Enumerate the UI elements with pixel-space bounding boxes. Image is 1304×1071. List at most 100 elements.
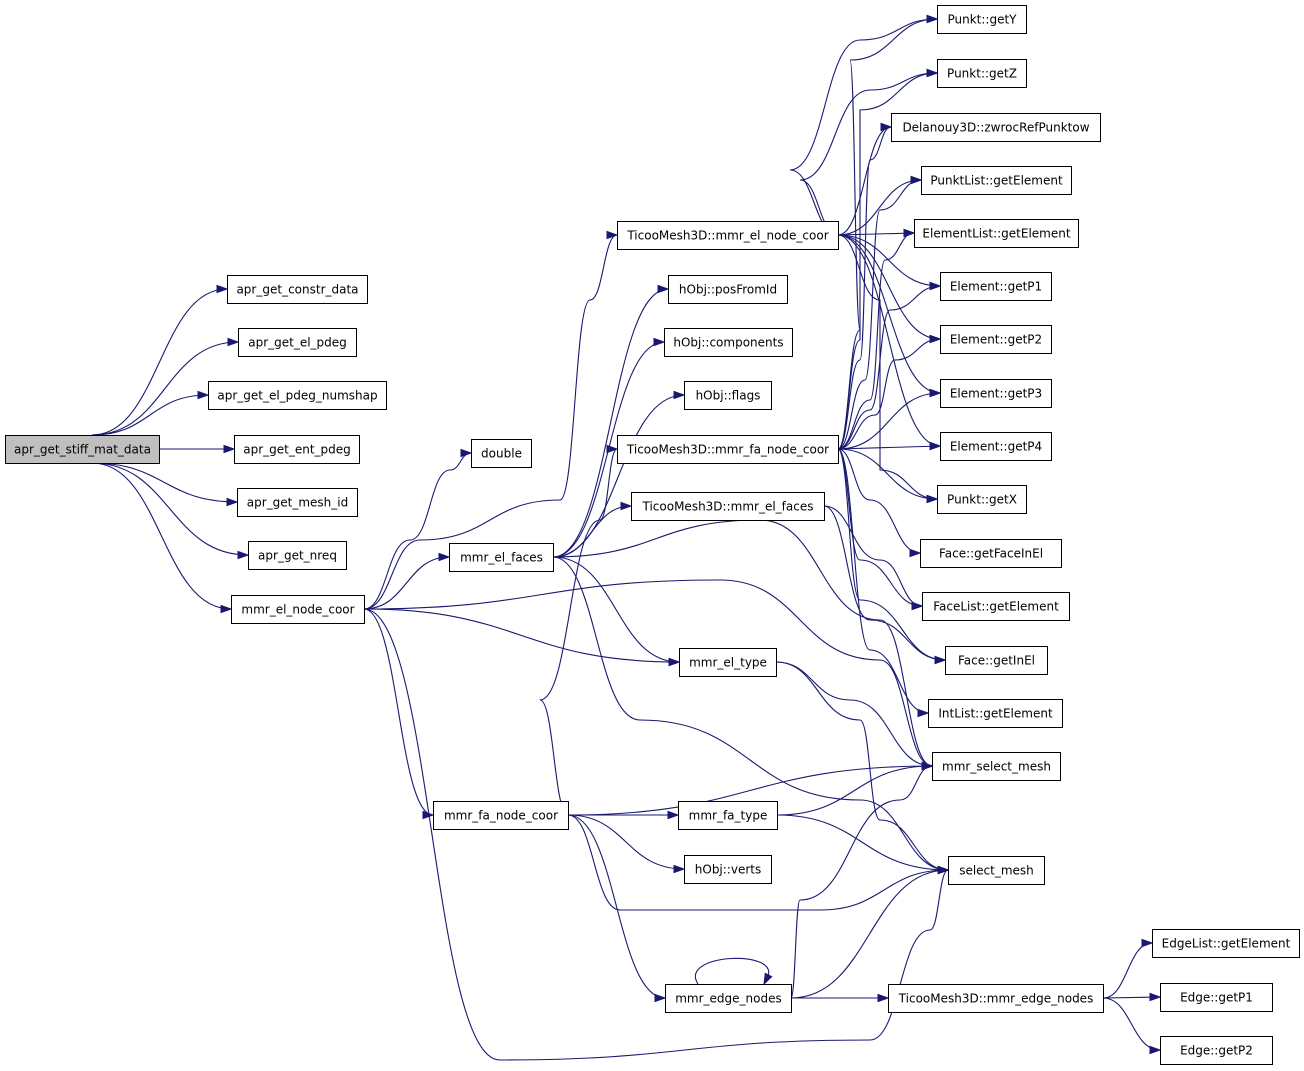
node-hObj_verts[interactable]: hObj::verts bbox=[684, 855, 772, 884]
node-box bbox=[227, 275, 368, 304]
edge-mmr_fa_node_coor-to-T_mmr_fa_node_coor bbox=[539, 444, 619, 816]
node-label: PunktList::getElement bbox=[930, 174, 1063, 188]
node-hObj_flags[interactable]: hObj::flags bbox=[684, 381, 772, 410]
edge-mmr_fa_node_coor-to-hObj_verts bbox=[567, 814, 686, 874]
node-label: Element::getP1 bbox=[950, 280, 1042, 294]
node-apr_get_constr_data[interactable]: apr_get_constr_data bbox=[227, 275, 368, 304]
node-mmr_el_type[interactable]: mmr_el_type bbox=[679, 648, 777, 677]
node-mmr_edge_nodes[interactable]: mmr_edge_nodes bbox=[665, 984, 792, 1013]
node-IntList_getElement[interactable]: IntList::getElement bbox=[928, 699, 1063, 728]
node-label: TicooMesh3D::mmr_el_node_coor bbox=[626, 229, 828, 243]
node-PunktList_getElement[interactable]: PunktList::getElement bbox=[921, 166, 1072, 195]
edge-mmr_el_faces-to-mmr_el_type bbox=[552, 556, 681, 667]
edge-mmr_edge_nodes-to-select_mesh bbox=[790, 865, 950, 999]
edge-T_mmr_fa_node_coor-to-IntList_getElement bbox=[837, 448, 930, 718]
node-box bbox=[891, 113, 1101, 142]
node-box bbox=[665, 984, 792, 1013]
node-box bbox=[5, 435, 160, 464]
edge-T_mmr_edge_nodes-to-Edge_getP1 bbox=[1102, 992, 1162, 1002]
node-mmr_select_mesh[interactable]: mmr_select_mesh bbox=[932, 752, 1061, 781]
node-box bbox=[937, 485, 1027, 514]
edge-mmr_edge_nodes-to-mmr_edge_nodes bbox=[694, 957, 773, 986]
node-box bbox=[888, 984, 1104, 1013]
node-apr_get_stiff_mat_data[interactable]: apr_get_stiff_mat_data bbox=[5, 435, 160, 464]
node-Edge_getP1[interactable]: Edge::getP1 bbox=[1160, 983, 1273, 1012]
edge-mmr_el_node_coor-to-double bbox=[363, 448, 473, 610]
node-box bbox=[237, 488, 358, 517]
node-Element_getP3[interactable]: Element::getP3 bbox=[940, 379, 1052, 408]
edge-mmr_fa_node_coor-to-mmr_edge_nodes bbox=[567, 814, 667, 1003]
node-ElementList_getElement[interactable]: ElementList::getElement bbox=[914, 219, 1079, 248]
node-box bbox=[248, 541, 347, 570]
node-label: hObj::flags bbox=[696, 389, 761, 403]
node-label: apr_get_mesh_id bbox=[247, 496, 349, 510]
node-box bbox=[945, 646, 1048, 675]
edge-T_mmr_el_node_coor-to-Delanouy bbox=[837, 122, 893, 236]
node-Punkt_getY[interactable]: Punkt::getY bbox=[937, 5, 1027, 34]
node-label: double bbox=[481, 447, 522, 461]
node-mmr_el_faces[interactable]: mmr_el_faces bbox=[449, 543, 554, 572]
node-box bbox=[208, 381, 387, 410]
node-Edge_getP2[interactable]: Edge::getP2 bbox=[1160, 1036, 1273, 1065]
node-box bbox=[914, 219, 1079, 248]
node-T_mmr_fa_node_coor[interactable]: TicooMesh3D::mmr_fa_node_coor bbox=[617, 435, 839, 464]
node-box bbox=[617, 221, 839, 250]
node-FaceList_getElement[interactable]: FaceList::getElement bbox=[922, 592, 1070, 621]
node-apr_get_el_pdeg[interactable]: apr_get_el_pdeg bbox=[238, 328, 357, 357]
edge-mmr_el_node_coor-to-mmr_el_type bbox=[363, 608, 681, 667]
edge-mmr_el_node_coor-to-mmr_fa_node_coor bbox=[363, 608, 435, 820]
node-box bbox=[664, 328, 793, 357]
node-apr_get_ent_pdeg[interactable]: apr_get_ent_pdeg bbox=[234, 435, 360, 464]
node-label: EdgeList::getElement bbox=[1162, 937, 1291, 951]
edge-mmr_el_type-to-mmr_select_mesh bbox=[775, 661, 934, 771]
node-box bbox=[928, 699, 1063, 728]
node-Element_getP2[interactable]: Element::getP2 bbox=[940, 325, 1052, 354]
edge-T_mmr_fa_node_coor-to-Element_getP3 bbox=[837, 388, 942, 450]
node-mmr_fa_type[interactable]: mmr_fa_type bbox=[678, 801, 778, 830]
edge-mmr_edge_nodes-to-mmr_select_mesh bbox=[790, 761, 934, 999]
node-Face_getFaceInEl[interactable]: Face::getFaceInEl bbox=[920, 539, 1062, 568]
node-Punkt_getZ[interactable]: Punkt::getZ bbox=[937, 59, 1027, 88]
edge-T_mmr_fa_node_coor-to-Punkt_getX bbox=[837, 448, 939, 504]
node-T_mmr_el_faces[interactable]: TicooMesh3D::mmr_el_faces bbox=[631, 492, 825, 521]
node-box bbox=[940, 432, 1052, 461]
edge-T_mmr_fa_node_coor-to-Punkt_getZ bbox=[837, 68, 939, 450]
node-Element_getP4[interactable]: Element::getP4 bbox=[940, 432, 1052, 461]
edge-mmr_el_faces-to-mmr_select_mesh bbox=[552, 519, 934, 771]
edge-T_mmr_el_faces-to-Face_getInEl bbox=[823, 505, 947, 665]
node-EdgeList_getElement[interactable]: EdgeList::getElement bbox=[1152, 929, 1300, 958]
node-Delanouy[interactable]: Delanouy3D::zwrocRefPunktow bbox=[891, 113, 1101, 142]
node-hObj_posFromId[interactable]: hObj::posFromId bbox=[668, 275, 788, 304]
node-apr_get_mesh_id[interactable]: apr_get_mesh_id bbox=[237, 488, 358, 517]
node-label: Edge::getP1 bbox=[1180, 991, 1253, 1005]
node-select_mesh[interactable]: select_mesh bbox=[948, 856, 1045, 885]
node-double[interactable]: double bbox=[471, 439, 532, 468]
node-Element_getP1[interactable]: Element::getP1 bbox=[940, 272, 1052, 301]
edge-mmr_el_node_coor-to-mmr_select_mesh bbox=[363, 579, 934, 771]
node-T_mmr_edge_nodes[interactable]: TicooMesh3D::mmr_edge_nodes bbox=[888, 984, 1104, 1013]
edge-T_mmr_fa_node_coor-to-Element_getP4 bbox=[837, 441, 942, 451]
node-box bbox=[920, 539, 1062, 568]
node-mmr_el_node_coor[interactable]: mmr_el_node_coor bbox=[231, 595, 365, 624]
node-label: hObj::components bbox=[673, 336, 783, 350]
node-label: TicooMesh3D::mmr_el_faces bbox=[642, 500, 814, 514]
node-T_mmr_el_node_coor[interactable]: TicooMesh3D::mmr_el_node_coor bbox=[617, 221, 839, 250]
edge-apr_get_stiff_mat_data-to-apr_get_el_pdeg_numshap bbox=[91, 390, 210, 436]
edge-mmr_el_node_coor-to-mmr_el_faces bbox=[363, 552, 451, 610]
node-box bbox=[940, 325, 1052, 354]
node-label: hObj::posFromId bbox=[679, 283, 777, 297]
node-label: select_mesh bbox=[959, 864, 1034, 878]
node-label: Element::getP4 bbox=[950, 440, 1042, 454]
node-label: Delanouy3D::zwrocRefPunktow bbox=[902, 121, 1089, 135]
node-Punkt_getX[interactable]: Punkt::getX bbox=[937, 485, 1027, 514]
node-label: Face::getFaceInEl bbox=[939, 547, 1043, 561]
call-nodes: apr_get_stiff_mat_data apr_get_constr_dat… bbox=[5, 5, 1300, 1065]
node-Face_getInEl[interactable]: Face::getInEl bbox=[945, 646, 1048, 675]
node-apr_get_nreq[interactable]: apr_get_nreq bbox=[248, 541, 347, 570]
edge-T_mmr_edge_nodes-to-EdgeList_getElement bbox=[1102, 938, 1154, 999]
node-mmr_fa_node_coor[interactable]: mmr_fa_node_coor bbox=[433, 801, 569, 830]
node-hObj_components[interactable]: hObj::components bbox=[664, 328, 793, 357]
node-apr_get_el_pdeg_numshap[interactable]: apr_get_el_pdeg_numshap bbox=[208, 381, 387, 410]
edge-mmr_edge_nodes-to-T_mmr_edge_nodes bbox=[791, 993, 890, 1003]
node-label: Element::getP3 bbox=[950, 387, 1042, 401]
